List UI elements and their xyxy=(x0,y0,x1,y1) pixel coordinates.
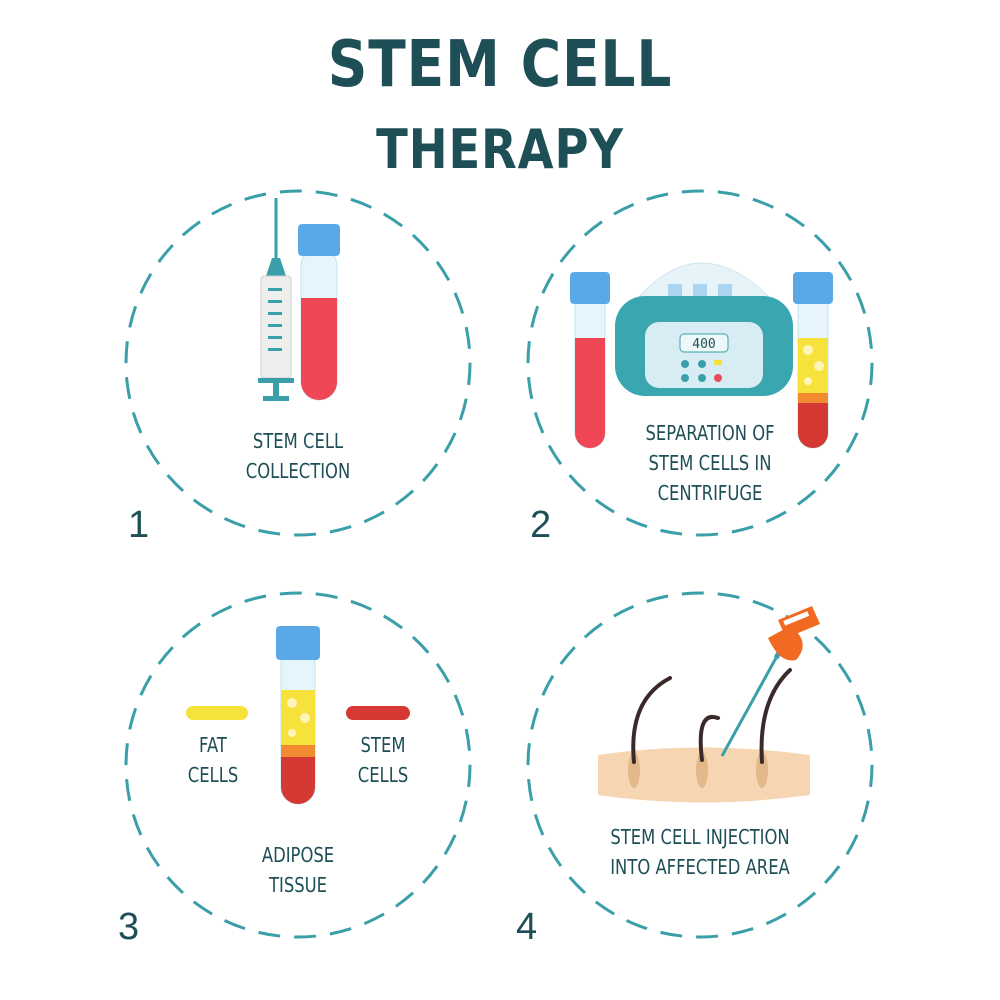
step-3-caption: ADIPOSE TISSUE xyxy=(261,843,335,897)
step-4-number: 4 xyxy=(516,906,538,948)
centrifuge-icon: 400 xyxy=(615,262,793,396)
dashed-ring xyxy=(124,189,472,537)
step-3-number: 3 xyxy=(118,906,140,948)
blood-tube-icon xyxy=(298,224,340,401)
step-2-number: 2 xyxy=(530,504,552,546)
title-line-1: STEM CELL xyxy=(327,28,673,102)
step-1-number: 1 xyxy=(128,504,150,546)
step-1-caption: STEM CELL COLLECTION xyxy=(245,429,351,483)
adipose-tube-icon xyxy=(276,626,320,805)
stem-legend-swatch xyxy=(346,706,410,720)
fat-cells-label: FAT CELLS xyxy=(187,733,239,787)
hair-icon xyxy=(631,668,792,764)
fat-legend-swatch xyxy=(186,706,248,720)
dashed-ring xyxy=(526,591,874,939)
step-4-panel: STEM CELL INJECTION INTO AFFECTED AREA 4 xyxy=(516,590,880,950)
skin-icon xyxy=(598,747,810,803)
step-4-caption: STEM CELL INJECTION INTO AFFECTED AREA xyxy=(610,825,790,879)
injection-needle-icon xyxy=(720,606,820,757)
title-line-2: THERAPY xyxy=(376,118,624,181)
step-2-caption: SEPARATION OF STEM CELLS IN CENTRIFUGE xyxy=(645,421,775,505)
dashed-ring xyxy=(124,591,472,939)
centrifuge-display: 400 xyxy=(692,337,715,352)
blood-tube-icon xyxy=(570,272,610,449)
step-2-panel: 400 SEPARATION OF STEM CELLS IN CENTRIFU… xyxy=(520,188,880,548)
separated-tube-icon xyxy=(793,272,833,449)
step-1-panel: STEM CELL COLLECTION 1 xyxy=(118,188,478,548)
syringe-icon xyxy=(258,198,294,401)
dashed-ring xyxy=(526,189,874,537)
stem-cells-label: STEM CELLS xyxy=(357,733,409,787)
step-3-panel: FAT CELLS STEM CELLS ADIPOSE TISSUE 3 xyxy=(118,590,478,950)
